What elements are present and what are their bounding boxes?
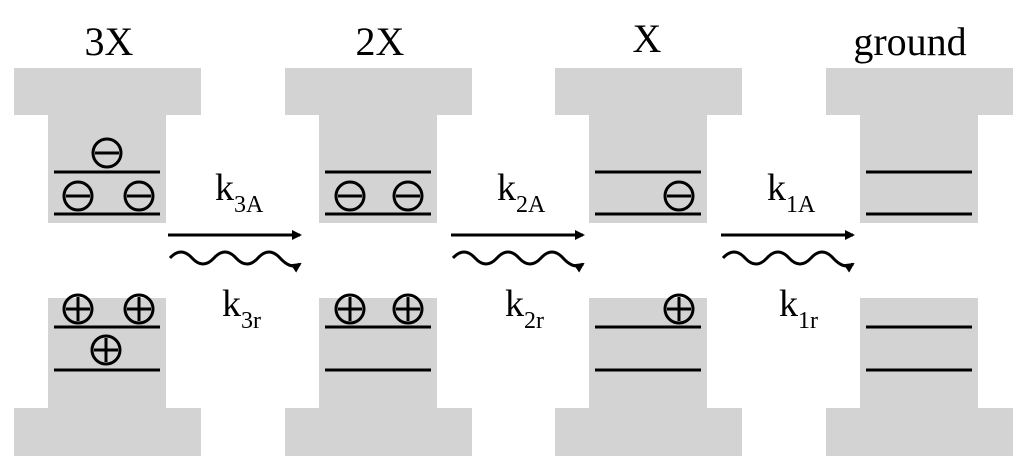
panel-title-x: X (633, 16, 662, 61)
hole-plus-icon (123, 293, 155, 325)
electron-minus-icon (663, 180, 695, 212)
auger-rate-label-2: k2A (497, 167, 546, 218)
conduction-band-3x (14, 68, 201, 223)
valence-band-ground (826, 298, 1013, 456)
panel-title-2x: 2X (356, 19, 405, 64)
electron-minus-icon (392, 180, 424, 212)
radiative-wave-arrow-3 (168, 250, 302, 273)
hole-plus-icon (392, 293, 424, 325)
conduction-band-2x (285, 68, 472, 223)
hole-plus-icon (663, 293, 695, 325)
electron-minus-icon (62, 180, 94, 212)
conduction-band-ground (826, 68, 1013, 223)
electron-minus-icon (91, 137, 123, 169)
panel-x: X (555, 16, 742, 456)
panel-2x: 2X (285, 19, 472, 456)
hole-plus-icon (90, 334, 122, 366)
hole-plus-icon (334, 293, 366, 325)
transition-x-ground: k1A k1r (721, 167, 855, 334)
radiative-wave-arrow-2 (451, 250, 585, 273)
radiative-wave-arrow-1 (721, 250, 855, 273)
transition-2x-x: k2A k2r (451, 167, 585, 334)
radiative-rate-label-1: k1r (779, 283, 818, 334)
radiative-rate-label-2: k2r (505, 283, 544, 334)
electron-minus-icon (123, 180, 155, 212)
radiative-rate-label-3: k3r (222, 283, 261, 334)
panel-title-ground: ground (853, 19, 966, 64)
valence-band-2x (285, 298, 472, 456)
transition-3x-2x: k3A k3r (168, 167, 302, 334)
panel-ground: ground (826, 19, 1013, 456)
auger-rate-label-1: k1A (767, 167, 816, 218)
hole-plus-icon (62, 293, 94, 325)
panel-3x: 3X (14, 19, 201, 456)
valence-band-3x (14, 298, 201, 456)
electron-minus-icon (334, 180, 366, 212)
valence-band-x (555, 298, 742, 456)
panel-title-3x: 3X (85, 19, 134, 64)
conduction-band-x (555, 68, 742, 223)
auger-rate-label-3: k3A (215, 167, 264, 218)
